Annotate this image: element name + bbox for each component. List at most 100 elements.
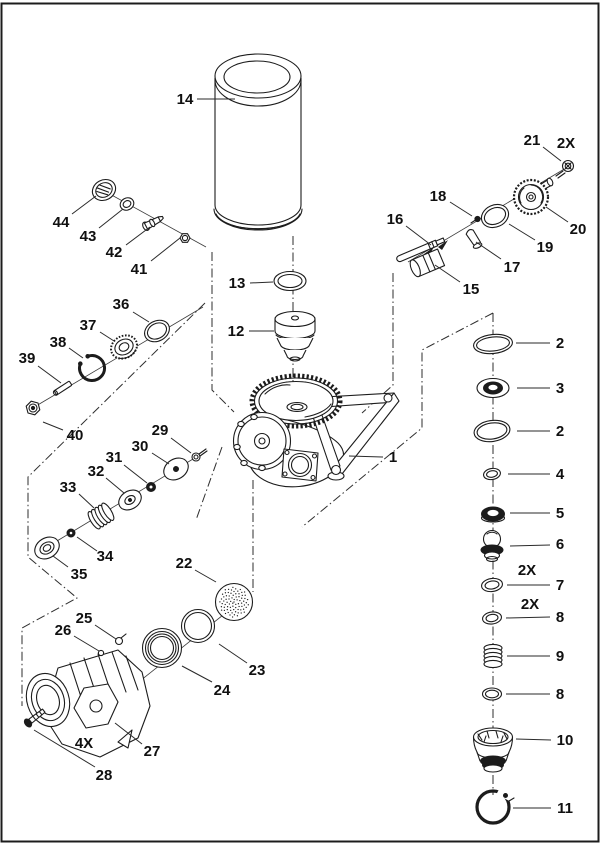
leader-line-21	[542, 146, 562, 162]
leader-line-15	[434, 264, 461, 283]
stipple-dot	[238, 596, 240, 598]
stipple-dot	[224, 589, 226, 591]
stipple-dot	[223, 606, 225, 608]
callout-label-17: 17	[504, 259, 521, 276]
stipple-dot	[228, 598, 230, 600]
part-drawing-10-purge-housing	[472, 727, 514, 773]
part-drawing-3-seal-washer	[476, 377, 510, 399]
part-drawing-20-cap	[512, 177, 554, 216]
stipple-dot	[225, 595, 228, 597]
leader-line-39	[37, 365, 62, 384]
callout-label-30: 30	[132, 438, 149, 455]
callout-label-10: 10	[557, 732, 574, 749]
callout-label-3: 3	[556, 380, 564, 397]
part-drawing-33-spring	[87, 502, 115, 530]
leader-line-22	[194, 569, 217, 583]
stipple-dot	[237, 603, 240, 605]
callout-label-26: 26	[55, 622, 72, 639]
leader-line-27	[114, 722, 143, 745]
callout-label-5: 5	[556, 505, 564, 522]
stipple-dot	[227, 588, 230, 591]
stipple-dot	[230, 589, 233, 591]
callout-label-2X: 2X	[521, 596, 539, 613]
callout-label-2: 2	[556, 423, 564, 440]
stipple-dot	[244, 597, 246, 600]
stipple-dot	[238, 593, 240, 595]
callout-label-44: 44	[53, 214, 70, 231]
stipple-dot	[220, 606, 223, 608]
leader-line-43	[98, 208, 124, 229]
leader-line-29	[170, 437, 192, 454]
callout-label-4: 4	[556, 466, 565, 483]
leader-line-24	[181, 665, 213, 683]
callout-label-28: 28	[96, 767, 113, 784]
stipple-dot	[238, 605, 240, 608]
leader-line-17	[475, 241, 502, 260]
part-drawing-13-oring	[273, 270, 307, 292]
stipple-dot	[232, 605, 234, 607]
leader-line-30	[151, 452, 170, 465]
part-drawing-2-oring-b	[473, 419, 511, 443]
part-drawing-18-pin	[470, 215, 481, 224]
stipple-dot	[221, 593, 224, 595]
stipple-dot	[245, 602, 247, 604]
stipple-dot	[236, 599, 238, 601]
stipple-dot	[233, 614, 236, 616]
part-drawing-37-valve-seat	[110, 334, 138, 360]
stipple-dot	[244, 594, 246, 596]
callout-label-19: 19	[537, 239, 554, 256]
stipple-dot	[239, 588, 241, 591]
leader-line-25	[94, 624, 117, 640]
stipple-dot	[242, 608, 245, 610]
part-drawing-15-solenoid	[409, 248, 446, 278]
leader-line-41	[150, 237, 181, 262]
stipple-dot	[229, 614, 231, 616]
stipple-dot	[220, 598, 223, 600]
part-drawing-38-snap-ring	[78, 354, 107, 383]
stipple-dot	[243, 600, 245, 602]
callout-label-41: 41	[131, 261, 148, 278]
stipple-dot	[232, 602, 234, 604]
part-drawing-23-oring	[180, 608, 216, 644]
stipple-dot	[236, 615, 239, 617]
stipple-dot	[226, 601, 228, 603]
part-drawing-6-valve	[480, 529, 504, 563]
stipple-dot	[225, 598, 227, 600]
part-drawing-7-ring	[481, 577, 503, 593]
callout-label-8: 8	[556, 686, 564, 703]
callout-label-37: 37	[80, 317, 97, 334]
leader-line-20	[545, 206, 569, 223]
callout-label-12: 12	[228, 323, 245, 340]
stipple-dot	[224, 592, 227, 594]
stipple-dot	[247, 604, 249, 606]
callout-label-18: 18	[430, 188, 447, 205]
stipple-dot	[237, 590, 239, 592]
leader-line-36	[132, 311, 150, 323]
leader-line-13	[249, 281, 274, 284]
part-drawing-35-retainer	[34, 536, 60, 560]
stipple-dot	[220, 609, 223, 611]
stipple-dot	[241, 594, 243, 597]
leader-line-35	[52, 555, 69, 568]
stipple-dot	[233, 590, 235, 593]
stipple-dot	[240, 612, 242, 614]
stipple-dot	[231, 616, 234, 618]
part-drawing-40-nut	[25, 400, 41, 416]
callout-label-43: 43	[80, 228, 97, 245]
callout-label-20: 20	[570, 221, 587, 238]
stipple-dot	[228, 603, 231, 605]
stipple-dot	[239, 599, 241, 602]
stipple-dot	[223, 600, 225, 602]
stipple-dot	[237, 608, 239, 611]
stipple-dot	[241, 605, 243, 608]
callout-label-24: 24	[214, 682, 231, 699]
stipple-dot	[231, 612, 233, 614]
leader-line-19	[508, 223, 536, 241]
part-drawing-25-screw	[114, 633, 127, 646]
part-drawing-36-oring	[144, 319, 170, 343]
callout-label-1: 1	[389, 449, 397, 466]
leader-line-38	[68, 347, 84, 359]
stipple-dot	[230, 609, 232, 612]
callout-label-32: 32	[88, 463, 105, 480]
